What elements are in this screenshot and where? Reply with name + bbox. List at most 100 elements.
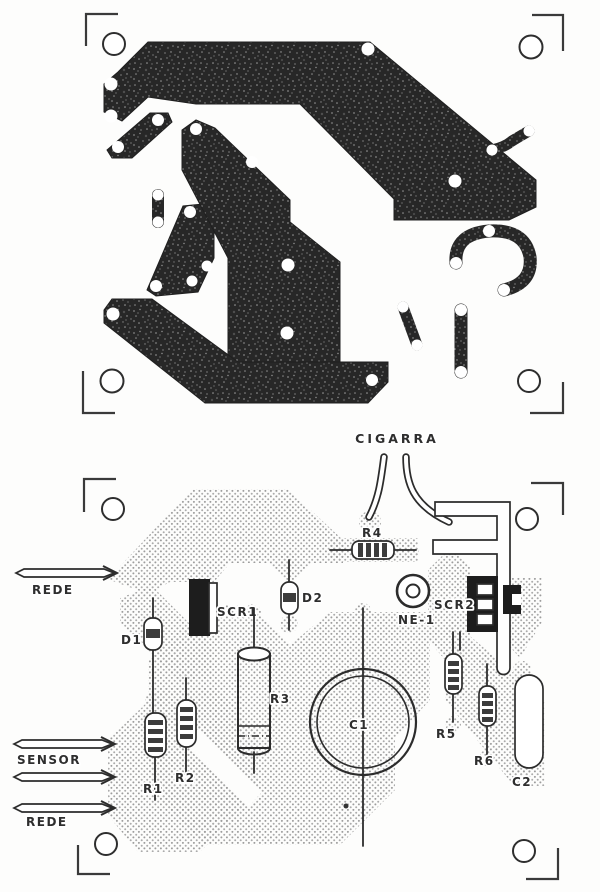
copper-dogbone	[397, 301, 423, 351]
copper-hook-trace	[449, 224, 537, 297]
mounting-hole	[512, 839, 536, 863]
component-d2: D2	[280, 559, 324, 631]
wire-arrow-icon	[12, 772, 115, 782]
copper-dogbone	[486, 125, 535, 156]
label-scr2: SCR2	[434, 598, 475, 612]
label-d2: D2	[302, 591, 323, 605]
mounting-hole	[102, 32, 126, 56]
mounting-hole	[515, 507, 539, 531]
resistor-band	[482, 717, 493, 722]
rede-bottom-connection: REDE	[12, 800, 118, 831]
component-c2: C2	[510, 674, 544, 791]
corner-mark-icon	[526, 848, 560, 881]
corner-marks-bottom-board	[76, 477, 565, 881]
pad	[150, 280, 162, 292]
component-r6: R6	[472, 663, 497, 770]
resistor-band	[148, 729, 163, 734]
scr2-leg	[476, 583, 494, 596]
connection-arrows: REDE SENSOR REDE	[12, 565, 120, 831]
pad	[448, 174, 462, 188]
neon-lamp-center	[405, 583, 421, 599]
corner-marks-top-board	[81, 12, 565, 415]
scr2-leg	[476, 598, 494, 611]
resistor-band	[366, 543, 371, 557]
label-d1: D1	[121, 633, 142, 647]
copper-bottom-bar	[103, 298, 389, 404]
ghost-pad	[359, 511, 381, 533]
label-ne1: NE-1	[398, 613, 436, 627]
label-r2: R2	[175, 771, 196, 785]
heatsink-bracket-icon	[432, 501, 511, 676]
label-c2: C2	[512, 775, 532, 789]
resistor-band	[148, 738, 163, 743]
pad	[361, 42, 375, 56]
component-r4: R4	[329, 524, 417, 560]
label-r5: R5	[436, 727, 457, 741]
solder-pads	[104, 42, 535, 386]
corner-mark-icon	[532, 13, 565, 51]
copper-pour-main	[103, 41, 537, 221]
pad	[246, 156, 258, 168]
resistor-band	[374, 543, 379, 557]
corner-mark-icon	[76, 845, 110, 876]
label-r3: R3	[270, 692, 291, 706]
ghost-pad	[445, 622, 461, 638]
pad	[201, 260, 213, 272]
label-cigarra: CIGARRA	[355, 431, 439, 446]
resistor-band	[148, 747, 163, 752]
scr1-tab	[208, 582, 218, 634]
component-scr1: SCR1	[189, 579, 258, 636]
corner-mark-icon	[82, 477, 116, 512]
pad	[498, 284, 510, 296]
label-sensor: SENSOR	[17, 753, 81, 767]
label-rede-bottom: REDE	[26, 815, 68, 829]
mounting-hole	[94, 832, 118, 856]
pad	[483, 225, 495, 237]
pad	[455, 366, 467, 378]
resistor-cylinder-bottom	[237, 747, 271, 756]
trace-clearance-channel	[184, 729, 262, 807]
corner-mark-icon	[81, 371, 115, 415]
diode-band	[283, 593, 296, 602]
pad	[186, 275, 198, 287]
resistor-band	[448, 661, 459, 666]
middle-wire-connection	[12, 769, 118, 785]
ghost-pad	[445, 716, 461, 732]
label-scr1: SCR1	[217, 605, 258, 619]
resistor-band	[448, 685, 459, 690]
pad	[106, 307, 120, 321]
pad	[152, 189, 164, 201]
pad	[152, 114, 164, 126]
scr2-tab-notch	[512, 594, 521, 605]
component-d1: D1	[119, 597, 163, 714]
scr2-leg	[476, 613, 494, 626]
resistor-band	[482, 709, 493, 714]
label-r6: R6	[474, 754, 495, 768]
corner-mark-icon	[84, 12, 118, 46]
resistor-band	[180, 725, 193, 730]
pad	[411, 339, 423, 351]
pad	[455, 304, 467, 316]
resistor-band	[148, 720, 163, 725]
wire-arrow-icon	[14, 568, 117, 578]
arrowhead-icon	[102, 565, 120, 581]
pad	[190, 123, 202, 135]
neon-lamp-icon	[395, 573, 431, 609]
capacitor-inner-ring	[316, 675, 410, 769]
capacitor-outline	[308, 667, 418, 777]
resistor-band	[448, 669, 459, 674]
pad	[397, 301, 409, 313]
resistor-band	[180, 707, 193, 712]
arrowhead-icon	[100, 800, 118, 816]
label-rede-top: REDE	[32, 583, 74, 597]
mounting-hole	[99, 368, 125, 394]
component-ne1: NE-1	[395, 573, 436, 629]
component-r3: R3	[237, 607, 291, 774]
arrowhead-icon	[100, 736, 118, 752]
ghost-pad	[479, 750, 495, 766]
copper-island-central	[181, 119, 341, 366]
pad	[450, 257, 462, 269]
copper-traces	[103, 41, 537, 404]
resistor-band	[448, 677, 459, 682]
